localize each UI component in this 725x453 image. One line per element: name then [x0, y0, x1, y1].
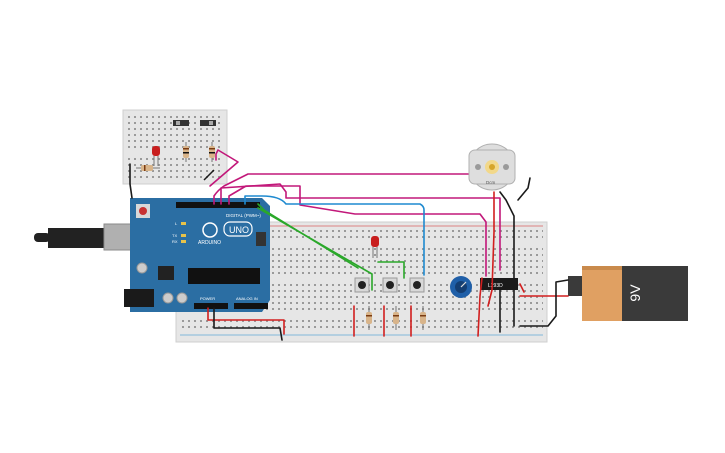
motor-label: Dcm [486, 180, 495, 185]
usb-cable [34, 233, 50, 242]
battery-9v[interactable]: 9V [568, 266, 688, 321]
analog-header [234, 303, 268, 309]
main-board-resistor-2[interactable] [393, 306, 399, 330]
small-board-resistor-1[interactable] [183, 142, 189, 162]
led-label-tx: TX [172, 233, 177, 238]
driver-label: L293D [488, 283, 503, 289]
wire-magenta-small[interactable] [209, 149, 239, 187]
wire-red-7[interactable] [519, 283, 525, 293]
push-button-1[interactable] [354, 277, 370, 293]
l293d-driver[interactable]: L293D [480, 278, 518, 290]
power-header [194, 303, 228, 309]
wire-blue[interactable] [244, 195, 425, 276]
push-button-3[interactable] [409, 277, 425, 293]
wire-black-1[interactable] [213, 307, 283, 341]
wire-magenta-2[interactable] [220, 183, 501, 271]
wire-black-small[interactable] [129, 163, 133, 199]
digital-header-label: DIGITAL (PWM~) [226, 213, 261, 218]
main-board-resistor-3[interactable] [420, 306, 426, 330]
wire-black-battery[interactable] [519, 279, 569, 327]
slide-switch-right[interactable] [200, 120, 216, 126]
power-jack [124, 289, 154, 307]
main-board-led[interactable] [371, 236, 379, 258]
arduino-logo-icon [202, 222, 218, 238]
wire-magenta-3[interactable] [228, 185, 487, 277]
wire-red-6[interactable] [487, 191, 495, 307]
wire-red-5[interactable] [477, 277, 483, 337]
reset-button[interactable] [139, 207, 147, 215]
main-board-resistor-1[interactable] [366, 306, 372, 330]
small-board-resistor-2[interactable] [209, 142, 215, 162]
wire-black-3[interactable] [517, 177, 531, 201]
dc-motor[interactable]: Dcm [468, 143, 516, 191]
wire-black-2[interactable] [499, 191, 515, 327]
small-breadboard[interactable] [122, 109, 228, 185]
led-label-rx: RX [172, 239, 178, 244]
arduino-brand: ARDUINO [198, 240, 221, 246]
battery-label: 9V [627, 284, 643, 302]
wires [129, 149, 569, 341]
potentiometer[interactable] [450, 276, 472, 298]
small-board-led[interactable] [152, 146, 160, 166]
arduino-model: UNO [229, 225, 249, 235]
atmega-chip [188, 268, 260, 284]
led-label-l: L [175, 221, 178, 226]
power-header-label: POWER [200, 296, 215, 301]
digital-header [176, 202, 260, 208]
motor-shaft-icon [489, 164, 495, 170]
wire-red-1[interactable] [207, 307, 285, 335]
arduino-uno-board[interactable]: DIGITAL (PWM~) L TX RX ARDUINO UNO POWER… [34, 198, 270, 312]
small-board-resistor-3[interactable] [136, 165, 160, 171]
wire-magenta-1[interactable] [213, 173, 469, 205]
analog-header-label: ANALOG IN [236, 296, 258, 301]
push-button-2[interactable] [382, 277, 398, 293]
wire-green-3[interactable] [377, 261, 405, 279]
slide-switch-left[interactable] [173, 120, 189, 126]
wire-green-2[interactable] [257, 207, 373, 291]
